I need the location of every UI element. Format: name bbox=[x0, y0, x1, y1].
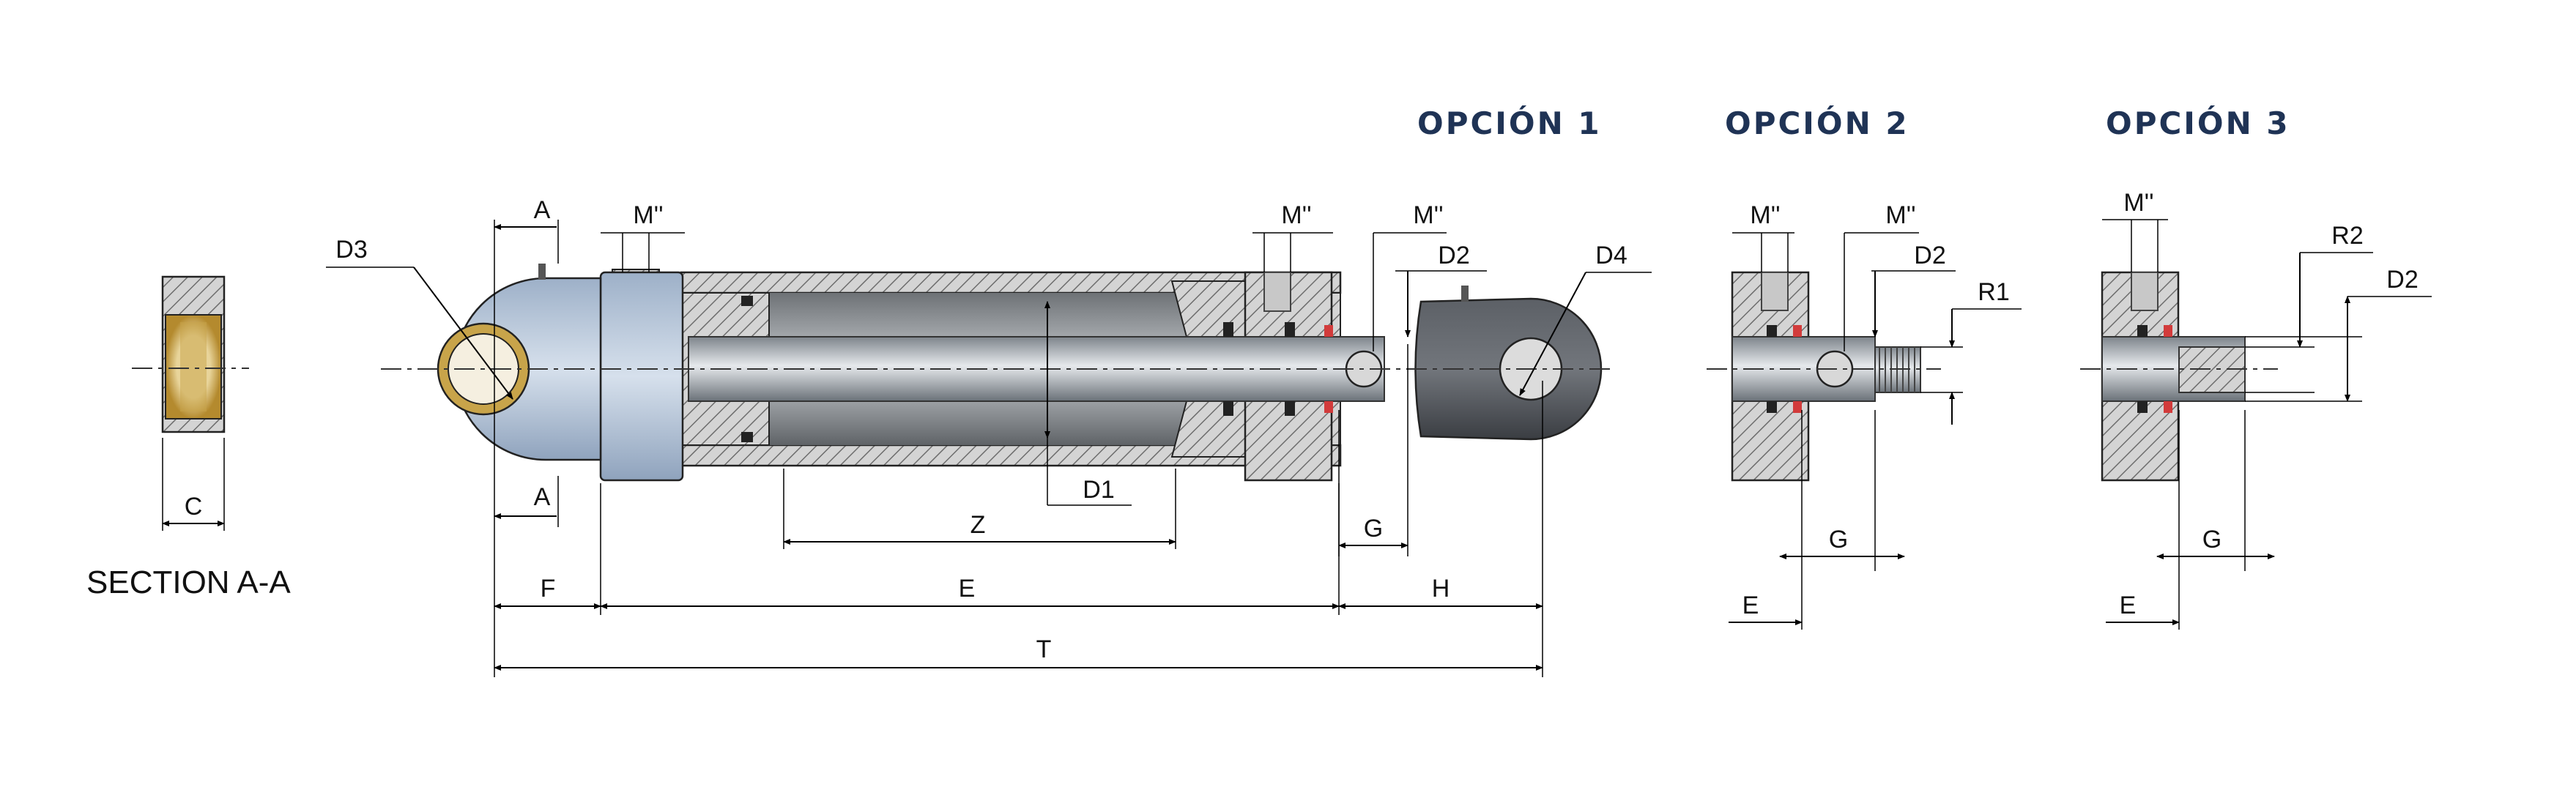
option-1-title: OPCIÓN 1 bbox=[1417, 105, 1602, 141]
opt2-dim-label-g: G bbox=[1829, 526, 1848, 553]
opt2-dim-label-m-crosshole: M'' bbox=[1885, 201, 1915, 229]
dim-label-g: G bbox=[1364, 515, 1383, 543]
dim-label-d4: D4 bbox=[1595, 242, 1627, 269]
opt2-dim-label-e: E bbox=[1742, 592, 1759, 619]
section-label: SECTION A-A bbox=[86, 564, 291, 600]
option-3-view: M'' R2 D2 G E bbox=[2080, 189, 2432, 630]
option-2-title: OPCIÓN 2 bbox=[1725, 105, 1909, 141]
opt2-dim-label-r1: R1 bbox=[1978, 278, 2009, 306]
dim-label-e: E bbox=[959, 575, 976, 603]
opt3-dim-label-r2: R2 bbox=[2331, 222, 2363, 250]
dim-label-a-bottom: A bbox=[534, 483, 551, 511]
dim-label-c: C bbox=[185, 493, 203, 521]
opt3-dim-label-m: M'' bbox=[2123, 189, 2153, 217]
dim-label-f: F bbox=[541, 575, 556, 603]
opt3-dim-label-e: E bbox=[2120, 592, 2137, 619]
dim-label-a-top: A bbox=[534, 196, 551, 224]
option-3-title: OPCIÓN 3 bbox=[2106, 105, 2290, 141]
dim-label-z: Z bbox=[970, 511, 986, 539]
dim-label-d2: D2 bbox=[1438, 242, 1469, 269]
dim-label-h: H bbox=[1432, 575, 1450, 603]
main-cylinder-view bbox=[381, 264, 1611, 482]
dim-label-d1: D1 bbox=[1083, 476, 1114, 504]
opt3-dim-label-d2: D2 bbox=[2386, 266, 2418, 294]
opt3-dim-label-g: G bbox=[2202, 526, 2221, 553]
option-2-view: M'' M'' D2 R1 G E bbox=[1707, 201, 2022, 630]
section-a-a-view: C SECTION A-A bbox=[86, 275, 291, 600]
opt2-dim-label-d2: D2 bbox=[1914, 242, 1945, 269]
main-dimensions: A A M'' M'' M'' D2 D3 D4 D1 bbox=[326, 196, 1652, 677]
opt2-dim-label-m: M'' bbox=[1750, 201, 1780, 229]
dim-label-m-front: M'' bbox=[1281, 201, 1311, 229]
dim-label-m-rear: M'' bbox=[633, 201, 663, 229]
dim-label-d3: D3 bbox=[335, 236, 367, 264]
dim-label-t: T bbox=[1036, 635, 1052, 663]
dim-label-m-crosshole: M'' bbox=[1413, 201, 1443, 229]
